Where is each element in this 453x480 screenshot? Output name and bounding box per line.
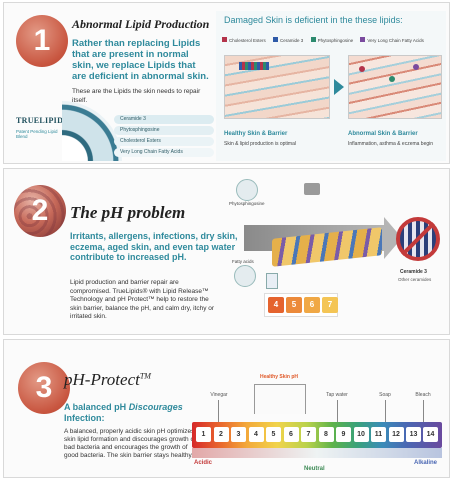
section-body: Lipid production and barrier repair are … [70, 279, 215, 320]
section-abnormal-lipid: 1 Abnormal Lipid Production Rather than … [3, 2, 450, 164]
lipid-legend: Cholesterol Esters Ceramide 3 Phytosphin… [222, 37, 444, 47]
marker-line [218, 400, 219, 422]
ceramide-icon [273, 37, 279, 42]
marker-line [385, 400, 386, 422]
ph-cell: 8 [318, 427, 334, 442]
abnormal-skin-label: Abnormal Skin & Barrier [348, 131, 418, 137]
brand-logo: TRUELIPIDS® [16, 116, 75, 125]
section-ph-problem: 2 The pH problem Irritants, allergens, i… [3, 168, 450, 335]
brand-subtitle: Patent Pending Lipid Blend [16, 129, 58, 139]
section-title: The pH problem [70, 203, 186, 222]
marker-soap: Soap [379, 392, 391, 398]
other-ceramides-label: Other ceramides [398, 277, 432, 282]
healthy-skin-illustration [224, 55, 330, 119]
acidic-label: Acidic [194, 460, 213, 466]
abnormal-skin-illustration [348, 55, 442, 119]
ph-gauge: 4 5 6 7 [264, 293, 338, 317]
section-number-badge: 1 [16, 15, 68, 67]
lipid-bar-ceramide: Ceramide 3 [114, 115, 214, 124]
prohibition-slash [401, 222, 435, 256]
ph-cell: 3 [231, 427, 246, 442]
marker-vinegar: Vinegar [210, 392, 228, 398]
ph-gauge-cell: 4 [268, 297, 284, 313]
marker-tap-water: Tap water [326, 392, 348, 398]
ph-cell: 9 [336, 427, 351, 442]
ph-cell: 14 [423, 427, 438, 442]
deficiency-title: Damaged Skin is deficient in the these l… [224, 15, 403, 25]
section-lead: Rather than replacing Lipids that are pr… [72, 38, 209, 82]
arrow-right-icon [334, 79, 344, 95]
alkaline-label: Alkaline [414, 460, 438, 466]
lipid-dot [359, 66, 365, 72]
fatty-acid-label: Fatty acids [232, 259, 254, 264]
healthy-skin-caption: Skin & lipid production is optimal [224, 141, 296, 147]
ph-gauge-cell: 7 [322, 297, 338, 313]
section-body: These are the Lipids the skin needs to r… [72, 88, 201, 104]
marker-line [337, 400, 338, 422]
ph-cell: 4 [248, 427, 264, 442]
abnormal-skin-caption: Inflammation, asthma & eczema begin [348, 141, 434, 147]
lipid-bar-phytosphingosine: Phytosphingosine [114, 126, 214, 135]
phytosphingosine-label: Phytosphingosine [229, 201, 265, 206]
section-body: A balanced, properly acidic skin pH opti… [64, 428, 196, 459]
ph-cell: 7 [301, 427, 316, 442]
ph-cell: 6 [283, 427, 299, 442]
fatty-acid-molecule-icon [234, 265, 256, 287]
phytosphingosine-molecule-icon [236, 179, 258, 201]
cholesterol-icon [222, 37, 227, 42]
ph-gauge-cell: 5 [286, 297, 302, 313]
marker-bleach: Bleach [415, 392, 431, 398]
healthy-ph-label: Healthy Skin pH [259, 374, 299, 380]
no-bacteria-icon [396, 217, 440, 261]
tap-water-icon [304, 183, 320, 195]
section-title: pH-ProtectTM [64, 370, 151, 389]
lipid-bar-cholesterol: Cholesterol Esters [114, 137, 214, 146]
ph-cell: 12 [388, 427, 404, 442]
lipid-cluster [239, 62, 269, 70]
phytosphingosine-icon [310, 37, 316, 42]
section-number-badge: 2 [14, 185, 66, 237]
product-bottle-icon [266, 273, 278, 289]
ph-cell: 1 [196, 427, 211, 442]
ph-gauge-cell: 6 [304, 297, 320, 313]
ph-cell: 2 [213, 427, 229, 442]
ph-cell: 13 [406, 427, 421, 442]
fatty-acid-icon [360, 37, 366, 42]
section-ph-protect: 3 pH-ProtectTM A balanced pH Discourages… [3, 339, 450, 478]
lipid-dot [413, 64, 419, 70]
healthy-ph-bracket [254, 384, 306, 414]
marker-line [423, 400, 424, 422]
ph-scale: 1 2 3 4 5 6 7 8 9 10 11 12 13 14 [192, 422, 442, 448]
ceramide-label: Ceramide 3 [400, 269, 427, 275]
lipid-bar-fatty-acids: Very Long Chain Fatty Acids [114, 148, 214, 157]
neutral-label: Neutral [304, 466, 325, 472]
deficiency-panel: Damaged Skin is deficient in the these l… [216, 11, 446, 161]
healthy-skin-label: Healthy Skin & Barrier [224, 131, 288, 137]
ph-cell: 10 [353, 427, 369, 442]
lipid-dot [389, 76, 395, 82]
ph-cell: 11 [371, 427, 386, 442]
section-title: Abnormal Lipid Production [72, 17, 210, 31]
section-number-badge: 3 [18, 362, 70, 414]
skin-layer-illustration [62, 101, 122, 161]
ph-scale-shadow [192, 448, 442, 458]
ph-cell: 5 [266, 427, 281, 442]
section-lead: Irritants, allergens, infections, dry sk… [70, 231, 238, 262]
